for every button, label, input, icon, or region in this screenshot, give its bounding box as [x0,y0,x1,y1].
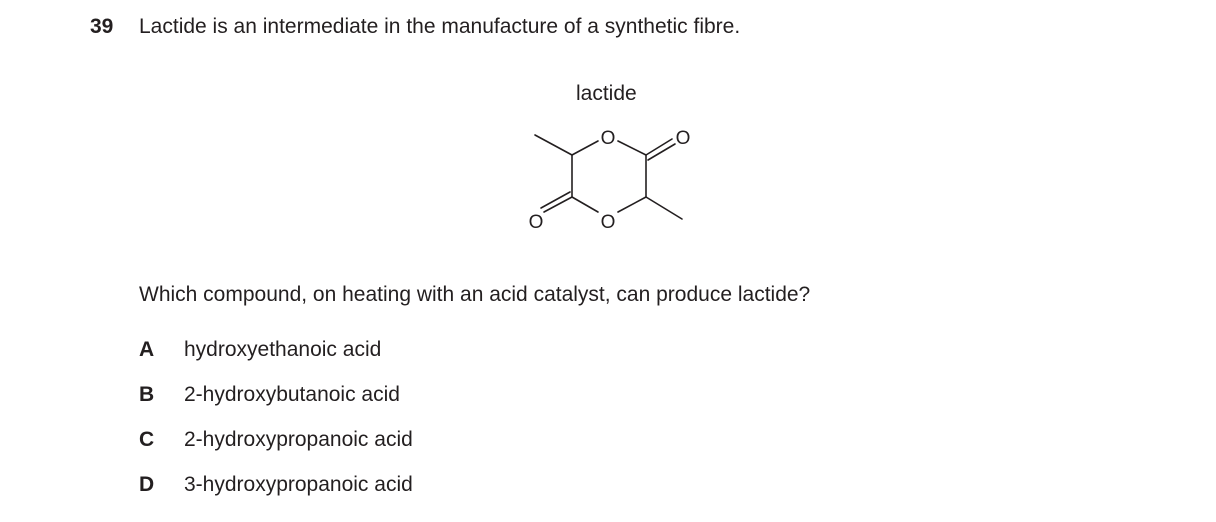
question-prompt: Which compound, on heating with an acid … [139,283,811,306]
molecule-label: lactide [576,82,637,105]
option-letter: B [139,383,155,406]
option-letter: A [139,338,155,361]
carbonyl-oxygen-atom: O [529,212,544,233]
option-letter: D [139,473,155,496]
option-text: hydroxyethanoic acid [184,338,382,361]
ring-oxygen-atom: O [601,128,616,149]
option-text: 2-hydroxypropanoic acid [184,428,413,451]
ring-bond [571,196,599,213]
question-stem: Lactide is an intermediate in the manufa… [139,15,741,38]
carbonyl-bond [645,138,673,156]
question-number: 39 [90,15,114,38]
carbonyl-bond [540,191,571,209]
option-text: 2-hydroxybutanoic acid [184,383,400,406]
carbonyl-bond [543,196,573,213]
methyl-bond [534,134,573,156]
option-letter: C [139,428,155,451]
ring-bond [617,140,647,156]
carbonyl-oxygen-atom: O [676,128,691,149]
carbonyl-bond [647,143,676,161]
ring-bond [571,140,599,156]
methyl-bond [645,196,683,220]
ring-oxygen-atom: O [601,212,616,233]
ring-bond [617,196,647,213]
option-text: 3-hydroxypropanoic acid [184,473,413,496]
lactide-structure: O O O O [529,128,691,233]
